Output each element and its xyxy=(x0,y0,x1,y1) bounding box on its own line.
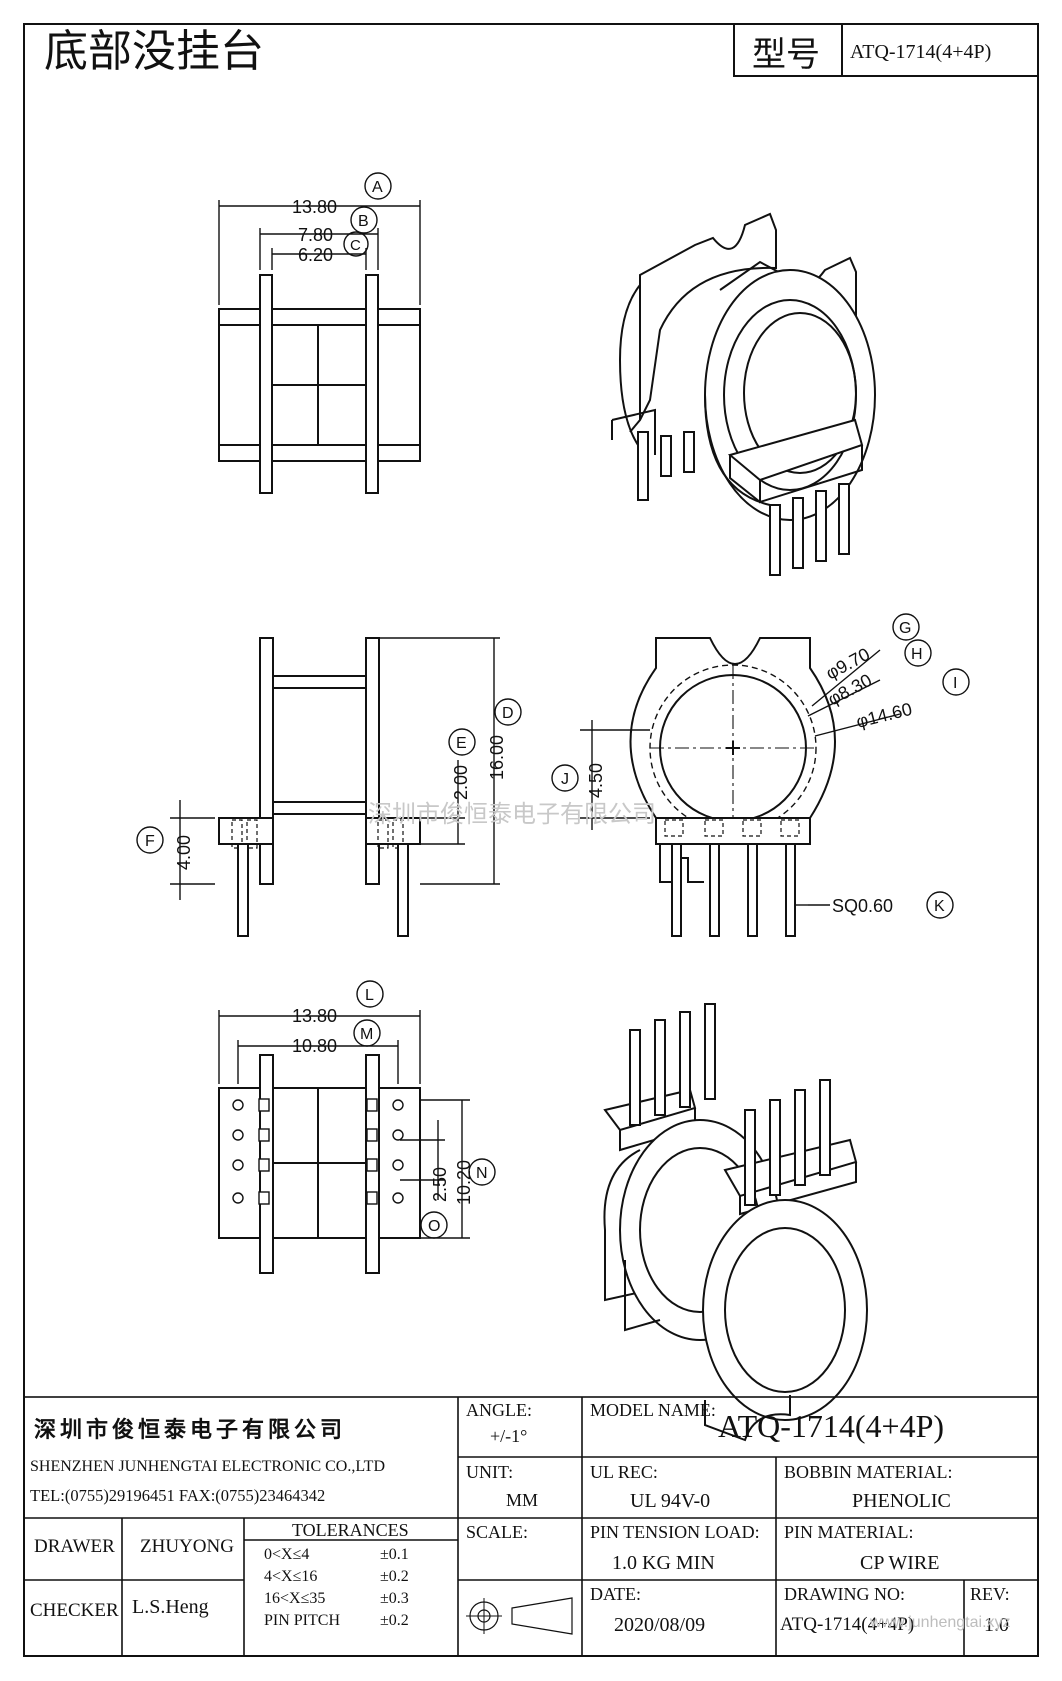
callout-d: D xyxy=(502,705,514,722)
callout-b: B xyxy=(358,213,369,230)
company-name-en: SHENZHEN JUNHENGTAI ELECTRONIC CO.,LTD xyxy=(30,1458,385,1475)
pin-material-label: PIN MATERIAL: xyxy=(784,1522,914,1542)
dim-10-80: 10.80 xyxy=(292,1036,337,1056)
side-view: 16.00 2.00 4.00 D E F xyxy=(136,637,522,937)
pin-hole xyxy=(232,1129,244,1141)
watermark: 深圳市俊恒泰电子有限公司 xyxy=(368,800,656,828)
dim-13-80-bottom: 13.80 xyxy=(292,1006,337,1026)
tolerance-value: ±0.2 xyxy=(380,1568,409,1585)
dim-sq-0-60: SQ0.60 xyxy=(832,896,893,916)
pin-material-value: CP WIRE xyxy=(860,1552,940,1574)
tolerances-label: TOLERANCES xyxy=(292,1520,409,1540)
dim-4-00: 4.00 xyxy=(174,835,194,870)
drawing-no-value: ATQ-1714(4+4P) xyxy=(780,1614,915,1635)
model-header-label: 型号 xyxy=(752,35,820,75)
unit-label: UNIT: xyxy=(466,1462,514,1482)
pin-slot xyxy=(258,1098,270,1112)
date-value: 2020/08/09 xyxy=(614,1614,706,1636)
callout-i: I xyxy=(953,675,957,692)
pin-hole xyxy=(392,1129,404,1141)
title-block xyxy=(23,1396,1039,1657)
dim-10-20: 10.20 xyxy=(454,1160,474,1205)
model-name-value: ATQ-1714(4+4P) xyxy=(718,1408,945,1444)
callout-c: C xyxy=(350,237,361,254)
pin-slot xyxy=(258,1128,270,1142)
tolerance-range: 16<X≤35 xyxy=(264,1590,326,1607)
dim-16-00: 16.00 xyxy=(487,735,507,780)
tolerance-range: PIN PITCH xyxy=(264,1612,341,1629)
tolerance-value: ±0.3 xyxy=(380,1590,409,1607)
bobbin-material-label: BOBBIN MATERIAL: xyxy=(784,1462,953,1482)
pin-tension-label: PIN TENSION LOAD: xyxy=(590,1522,760,1542)
callout-e: E xyxy=(456,735,467,752)
pin-hole xyxy=(232,1099,244,1111)
tolerance-range: 0<X≤4 xyxy=(264,1546,310,1563)
tolerance-range: 4<X≤16 xyxy=(264,1568,318,1585)
pin-hole xyxy=(392,1159,404,1171)
model-header-value: ATQ-1714(4+4P) xyxy=(850,41,991,63)
drawer-label: DRAWER xyxy=(34,1536,115,1557)
dim-7-80: 7.80 xyxy=(298,225,333,245)
dim-phi-14-60: φ14.60 xyxy=(854,699,914,732)
angle-value: +/-1° xyxy=(490,1426,528,1446)
ul-rec-label: UL REC: xyxy=(590,1462,658,1482)
pin-slot xyxy=(258,1191,270,1205)
drawer-value: ZHUYONG xyxy=(140,1536,234,1557)
dim-6-20: 6.20 xyxy=(298,245,333,265)
pin-hole xyxy=(232,1192,244,1204)
dim-4-50: 4.50 xyxy=(586,763,606,798)
top-view: 13.80 7.80 6.20 A B C xyxy=(218,172,421,494)
pin-slot xyxy=(366,1158,378,1172)
drawing-no-label: DRAWING NO: xyxy=(784,1584,906,1604)
tolerance-value: ±0.2 xyxy=(380,1612,409,1629)
tolerance-value: ±0.1 xyxy=(380,1546,409,1563)
pin-slot xyxy=(366,1191,378,1205)
company-name-cn: 深圳市俊恒泰电子有限公司 xyxy=(34,1418,347,1443)
isometric-view-top xyxy=(611,212,876,576)
isometric-view-bottom xyxy=(603,1003,868,1442)
sheet-title: 底部没挂台 xyxy=(44,26,264,77)
bobbin-material-value: PHENOLIC xyxy=(852,1490,951,1512)
callout-k: K xyxy=(934,898,945,915)
callout-f: F xyxy=(145,833,155,850)
scale-label: SCALE: xyxy=(466,1522,529,1542)
model-header-box xyxy=(733,23,1039,77)
callout-a: A xyxy=(372,179,383,196)
callout-m: M xyxy=(360,1026,373,1043)
pin-slot xyxy=(366,1098,378,1112)
ul-rec-value: UL 94V-0 xyxy=(630,1490,711,1512)
rev-value: 1.0 xyxy=(984,1614,1009,1636)
dim-2-00: 2.00 xyxy=(451,765,471,800)
checker-value: L.S.Heng xyxy=(132,1596,209,1618)
checker-label: CHECKER xyxy=(30,1600,119,1621)
callout-j: J xyxy=(561,771,569,788)
bottom-view: 13.80 10.80 10.20 2.50 L M N O xyxy=(218,980,496,1274)
callout-g: G xyxy=(899,620,911,637)
model-name-label: MODEL NAME: xyxy=(590,1400,716,1420)
company-contact: TEL:(0755)29196451 FAX:(0755)23464342 xyxy=(30,1486,326,1505)
site-watermark: www.junhengtai.xyz xyxy=(870,1614,1011,1631)
callout-h: H xyxy=(911,646,923,663)
pin-hole xyxy=(392,1099,404,1111)
dim-13-80-top: 13.80 xyxy=(292,197,337,217)
dim-2-50: 2.50 xyxy=(430,1167,450,1202)
pin-tension-value: 1.0 KG MIN xyxy=(612,1552,715,1574)
date-label: DATE: xyxy=(590,1584,641,1604)
callout-n: N xyxy=(476,1165,488,1182)
angle-label: ANGLE: xyxy=(466,1400,532,1420)
pin-hole xyxy=(392,1192,404,1204)
pin-slot xyxy=(366,1128,378,1142)
unit-value: MM xyxy=(506,1490,539,1510)
pin-hole xyxy=(232,1159,244,1171)
callout-l: L xyxy=(365,987,374,1004)
rev-label: REV: xyxy=(970,1584,1010,1604)
front-view: φ9.70 φ8.30 φ14.60 4.50 SQ0.60 G H I J K xyxy=(551,613,970,937)
callout-o: O xyxy=(428,1218,440,1235)
pin-slot xyxy=(258,1158,270,1172)
